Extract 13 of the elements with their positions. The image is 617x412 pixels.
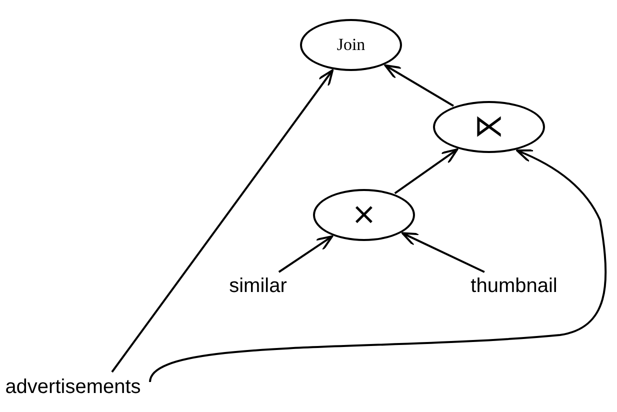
arrow — [149, 150, 607, 382]
operator-label: ⋉ — [474, 112, 504, 142]
relation-label: similar — [219, 272, 297, 300]
relation-label: advertisements — [0, 372, 146, 402]
operator-label: × — [351, 200, 377, 230]
arrow — [401, 232, 485, 273]
relation-label: thumbnail — [464, 272, 564, 300]
arrow — [111, 69, 334, 373]
arrow — [394, 148, 458, 194]
arrow — [384, 64, 454, 107]
arrow — [278, 235, 334, 273]
operator-label: Join — [336, 35, 366, 55]
operator-ellipse — [313, 189, 415, 241]
